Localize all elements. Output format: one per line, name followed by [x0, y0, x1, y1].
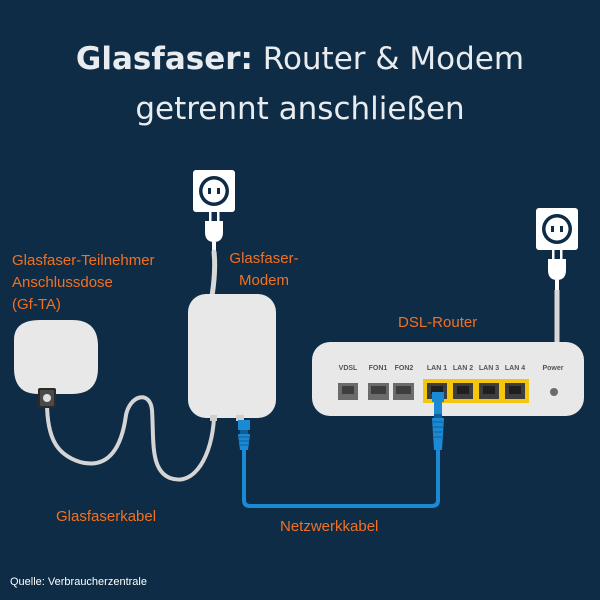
gfta-socket — [14, 320, 98, 408]
router-power-plug-icon — [548, 250, 566, 290]
source-credit: Quelle: Verbraucherzentrale — [10, 576, 147, 588]
fiber-cable-label: Glasfaserkabel — [56, 508, 157, 525]
port-label-power: Power — [542, 365, 563, 372]
network-plug-modem-icon — [238, 420, 250, 450]
port-label-fon2: FON2 — [395, 365, 414, 372]
port-label-fon1: FON1 — [369, 365, 388, 372]
gfta-label-line3: (Gf-TA) — [12, 296, 61, 313]
power-button-icon — [550, 388, 558, 396]
port-label-lan4: LAN 4 — [505, 365, 525, 372]
router-label: DSL-Router — [398, 314, 478, 331]
modem-power-cable — [209, 249, 218, 299]
gfta-label-line2: Anschlussdose — [12, 274, 113, 291]
network-cable-label: Netzwerkkabel — [280, 518, 379, 535]
fiber-modem-device — [188, 294, 276, 421]
port-label-lan2: LAN 2 — [453, 365, 473, 372]
network-cable — [242, 450, 440, 508]
modem-label-line2: Modem — [238, 272, 290, 289]
modem-wall-outlet-icon — [193, 170, 235, 212]
router-wall-outlet-icon — [536, 208, 578, 250]
port-label-lan3: LAN 3 — [479, 365, 499, 372]
port-label-lan1: LAN 1 — [427, 365, 447, 372]
diagram-title: Glasfaser: Router & Modem getrennt ansch… — [0, 34, 600, 134]
modem-label: Glasfaser- Modem — [222, 248, 306, 292]
network-plug-router-icon — [432, 392, 444, 450]
dsl-router-device: VDSL FON1 FON2 LAN 1 LAN 2 LAN 3 LAN 4 P… — [312, 342, 584, 416]
gfta-label: Glasfaser-Teilnehmer Anschlussdose (Gf-T… — [12, 250, 155, 316]
modem-label-line1: Glasfaser- — [229, 250, 299, 267]
fiber-cable — [45, 395, 216, 482]
title-line2: getrennt anschließen — [135, 91, 465, 127]
modem-power-plug-icon — [205, 212, 223, 252]
title-rest: Router & Modem — [262, 41, 525, 77]
gfta-label-line1: Glasfaser-Teilnehmer — [12, 252, 155, 269]
port-label-vdsl: VDSL — [339, 365, 358, 372]
title-bold: Glasfaser: — [75, 41, 253, 77]
